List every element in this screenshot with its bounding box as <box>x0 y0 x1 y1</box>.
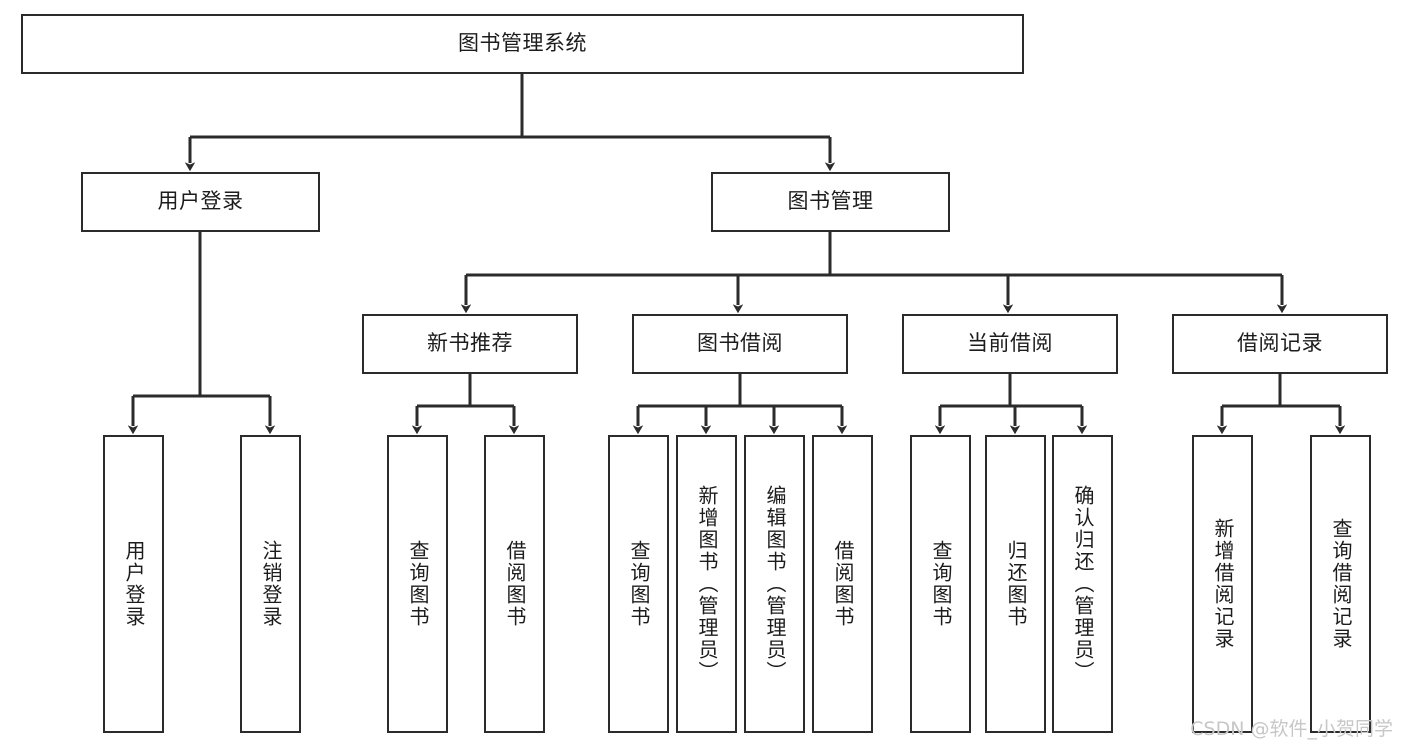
leaf-text-wrap: 归还图书 <box>987 437 1044 731</box>
node-root-label: 图书管理系统 <box>458 31 587 56</box>
node-current-borrow-label: 当前借阅 <box>967 331 1053 356</box>
node-user-login[interactable]: 用户登录 <box>81 172 320 232</box>
node-book-manage[interactable]: 图书管理 <box>711 172 950 232</box>
node-leaf-add-borrow-record[interactable]: 新增借阅记录 <box>1192 435 1253 733</box>
node-current-borrow[interactable]: 当前借阅 <box>902 314 1118 374</box>
node-leaf-add-book-admin-label: 新增图书（管理员） <box>695 485 719 683</box>
csdn-watermark: CSDN @软件_小贺同学 <box>1190 718 1393 740</box>
node-leaf-add-book-admin[interactable]: 新增图书（管理员） <box>676 435 737 733</box>
node-leaf-query-book-3-label: 查询图书 <box>929 540 953 628</box>
leaf-text-wrap: 确认归还（管理员） <box>1054 437 1111 731</box>
leaf-text-wrap: 查询借阅记录 <box>1312 437 1369 731</box>
node-borrow-record-label: 借阅记录 <box>1237 331 1323 356</box>
node-leaf-query-book-1-label: 查询图书 <box>406 540 430 628</box>
leaf-text-wrap: 注销登录 <box>242 437 299 731</box>
leaf-text-wrap: 编辑图书（管理员） <box>746 437 803 731</box>
node-root[interactable]: 图书管理系统 <box>21 14 1024 74</box>
node-borrow-record[interactable]: 借阅记录 <box>1172 314 1388 374</box>
node-leaf-borrow-book-1[interactable]: 借阅图书 <box>484 435 545 733</box>
node-leaf-edit-book-admin-label: 编辑图书（管理员） <box>763 485 787 683</box>
node-leaf-user-login[interactable]: 用户登录 <box>103 435 164 733</box>
node-leaf-borrow-book-2-label: 借阅图书 <box>831 540 855 628</box>
leaf-text-wrap: 查询图书 <box>610 437 667 731</box>
node-leaf-confirm-return-admin-label: 确认归还（管理员） <box>1071 485 1095 683</box>
node-leaf-logout[interactable]: 注销登录 <box>240 435 301 733</box>
node-user-login-label: 用户登录 <box>157 189 244 214</box>
leaf-text-wrap: 查询图书 <box>912 437 969 731</box>
node-book-borrow-label: 图书借阅 <box>697 331 783 356</box>
node-leaf-query-book-1[interactable]: 查询图书 <box>387 435 448 733</box>
node-leaf-return-book-label: 归还图书 <box>1004 540 1028 628</box>
leaf-text-wrap: 借阅图书 <box>814 437 871 731</box>
leaf-text-wrap: 新增借阅记录 <box>1194 437 1251 731</box>
node-leaf-query-book-2-label: 查询图书 <box>627 540 651 628</box>
node-leaf-add-borrow-record-label: 新增借阅记录 <box>1211 518 1235 650</box>
node-leaf-return-book[interactable]: 归还图书 <box>985 435 1046 733</box>
node-new-book-rec[interactable]: 新书推荐 <box>362 314 578 374</box>
leaf-text-wrap: 查询图书 <box>389 437 446 731</box>
node-book-manage-label: 图书管理 <box>787 189 874 214</box>
node-leaf-borrow-book-1-label: 借阅图书 <box>503 540 527 628</box>
node-leaf-query-book-2[interactable]: 查询图书 <box>608 435 669 733</box>
node-leaf-query-borrow-record[interactable]: 查询借阅记录 <box>1310 435 1371 733</box>
leaf-text-wrap: 借阅图书 <box>486 437 543 731</box>
node-leaf-borrow-book-2[interactable]: 借阅图书 <box>812 435 873 733</box>
node-book-borrow[interactable]: 图书借阅 <box>632 314 848 374</box>
node-leaf-query-borrow-record-label: 查询借阅记录 <box>1329 518 1353 650</box>
leaf-text-wrap: 用户登录 <box>105 437 162 731</box>
node-new-book-rec-label: 新书推荐 <box>427 331 513 356</box>
node-leaf-confirm-return-admin[interactable]: 确认归还（管理员） <box>1052 435 1113 733</box>
node-leaf-user-login-label: 用户登录 <box>122 540 146 628</box>
node-leaf-edit-book-admin[interactable]: 编辑图书（管理员） <box>744 435 805 733</box>
node-leaf-logout-label: 注销登录 <box>259 540 283 628</box>
node-leaf-query-book-3[interactable]: 查询图书 <box>910 435 971 733</box>
leaf-text-wrap: 新增图书（管理员） <box>678 437 735 731</box>
